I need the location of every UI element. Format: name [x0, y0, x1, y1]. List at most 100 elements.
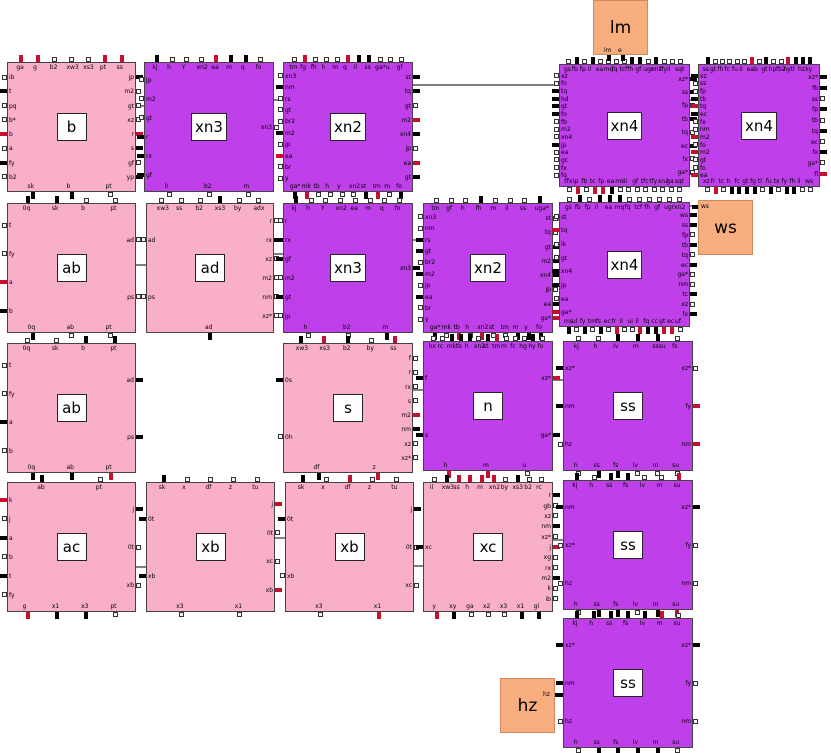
- port-right[interactable]: [693, 505, 700, 509]
- port-bottom[interactable]: [705, 187, 711, 192]
- port-bottom[interactable]: [784, 187, 789, 194]
- port-bottom[interactable]: [566, 187, 572, 192]
- port-left[interactable]: [2, 145, 7, 151]
- port-left[interactable]: [2, 362, 7, 368]
- port-left[interactable]: [418, 225, 423, 231]
- port-left[interactable]: [2, 251, 7, 257]
- port-top[interactable]: [596, 336, 601, 341]
- port-bottom[interactable]: [655, 610, 660, 617]
- port-left[interactable]: [2, 103, 7, 109]
- port-top[interactable]: [522, 198, 528, 203]
- port-top[interactable]: [199, 57, 205, 62]
- port-top[interactable]: [521, 336, 527, 341]
- port-top[interactable]: [255, 198, 261, 203]
- port-top[interactable]: [616, 334, 621, 341]
- port-top[interactable]: [642, 611, 647, 618]
- port-right[interactable]: [413, 398, 418, 404]
- port-right[interactable]: [136, 377, 143, 382]
- port-top[interactable]: [322, 336, 327, 343]
- port-bottom[interactable]: [660, 187, 666, 192]
- port-right[interactable]: [820, 96, 825, 102]
- port-top[interactable]: [507, 198, 513, 203]
- port-bottom[interactable]: [635, 748, 640, 753]
- port-right[interactable]: [413, 384, 418, 390]
- port-bottom[interactable]: [616, 471, 621, 478]
- port-right[interactable]: [136, 237, 141, 242]
- port-bottom[interactable]: [485, 612, 491, 617]
- port-right[interactable]: [690, 76, 697, 81]
- port-left[interactable]: [2, 516, 7, 521]
- port-bottom[interactable]: [616, 610, 621, 617]
- port-right[interactable]: [820, 150, 827, 155]
- port-top[interactable]: [298, 336, 303, 343]
- port-top[interactable]: [537, 196, 542, 203]
- port-right[interactable]: [690, 212, 697, 217]
- port-top[interactable]: [444, 475, 449, 482]
- port-right[interactable]: [693, 542, 698, 548]
- port-left[interactable]: [691, 150, 698, 155]
- port-left[interactable]: [2, 74, 7, 80]
- port-top[interactable]: [538, 477, 544, 482]
- port-top[interactable]: [778, 59, 784, 64]
- port-right[interactable]: [553, 286, 558, 292]
- port-bottom[interactable]: [576, 748, 582, 753]
- port-right[interactable]: [820, 171, 827, 176]
- port-left[interactable]: [691, 73, 698, 78]
- port-left[interactable]: [691, 112, 698, 117]
- block-ab2[interactable]: ab: [7, 343, 136, 473]
- port-top[interactable]: [313, 57, 319, 62]
- port-bottom[interactable]: [635, 610, 641, 615]
- port-bottom[interactable]: [108, 192, 113, 197]
- port-right[interactable]: [553, 524, 560, 529]
- port-right[interactable]: [553, 273, 560, 278]
- port-top[interactable]: [440, 336, 446, 341]
- port-left[interactable]: [418, 316, 423, 322]
- port-left[interactable]: [693, 142, 698, 148]
- port-right[interactable]: [414, 507, 421, 511]
- port-top[interactable]: [393, 477, 399, 482]
- port-top[interactable]: [607, 195, 612, 202]
- port-left[interactable]: [693, 80, 698, 86]
- port-bottom[interactable]: [807, 187, 813, 192]
- port-bottom[interactable]: [30, 192, 35, 199]
- port-bottom[interactable]: [626, 187, 632, 192]
- port-left[interactable]: [693, 157, 698, 163]
- port-right[interactable]: [136, 507, 143, 511]
- port-top[interactable]: [674, 336, 680, 341]
- port-right[interactable]: [553, 244, 560, 249]
- port-right[interactable]: [413, 132, 420, 137]
- port-right[interactable]: [136, 88, 141, 94]
- port-top[interactable]: [476, 336, 482, 341]
- port-bottom[interactable]: [768, 187, 773, 194]
- port-bottom[interactable]: [617, 187, 623, 192]
- port-top[interactable]: [626, 611, 630, 618]
- port-left[interactable]: [2, 117, 7, 123]
- port-top[interactable]: [382, 198, 388, 203]
- port-bottom[interactable]: [596, 748, 601, 753]
- port-left[interactable]: [552, 104, 559, 109]
- port-left[interactable]: [416, 248, 423, 253]
- external-pin[interactable]: [555, 693, 563, 697]
- port-right[interactable]: [690, 281, 695, 287]
- port-top[interactable]: [576, 336, 582, 341]
- external-pin[interactable]: [621, 55, 625, 61]
- port-top[interactable]: [609, 473, 614, 480]
- port-left[interactable]: [276, 377, 283, 382]
- port-top[interactable]: [567, 197, 573, 202]
- port-left[interactable]: [139, 96, 144, 101]
- port-bottom[interactable]: [237, 612, 243, 617]
- port-left[interactable]: [278, 175, 283, 181]
- port-bottom[interactable]: [30, 473, 35, 480]
- port-bottom[interactable]: [753, 187, 758, 194]
- port-left[interactable]: [552, 282, 559, 287]
- port-top[interactable]: [19, 55, 24, 62]
- external-port-lm[interactable]: lm: [593, 0, 648, 55]
- port-right[interactable]: [553, 585, 558, 591]
- port-right[interactable]: [690, 232, 695, 238]
- port-top[interactable]: [25, 338, 31, 343]
- port-bottom[interactable]: [339, 192, 345, 197]
- port-top[interactable]: [433, 198, 439, 203]
- port-right[interactable]: [136, 174, 143, 179]
- port-top[interactable]: [582, 59, 588, 64]
- port-top[interactable]: [592, 611, 597, 618]
